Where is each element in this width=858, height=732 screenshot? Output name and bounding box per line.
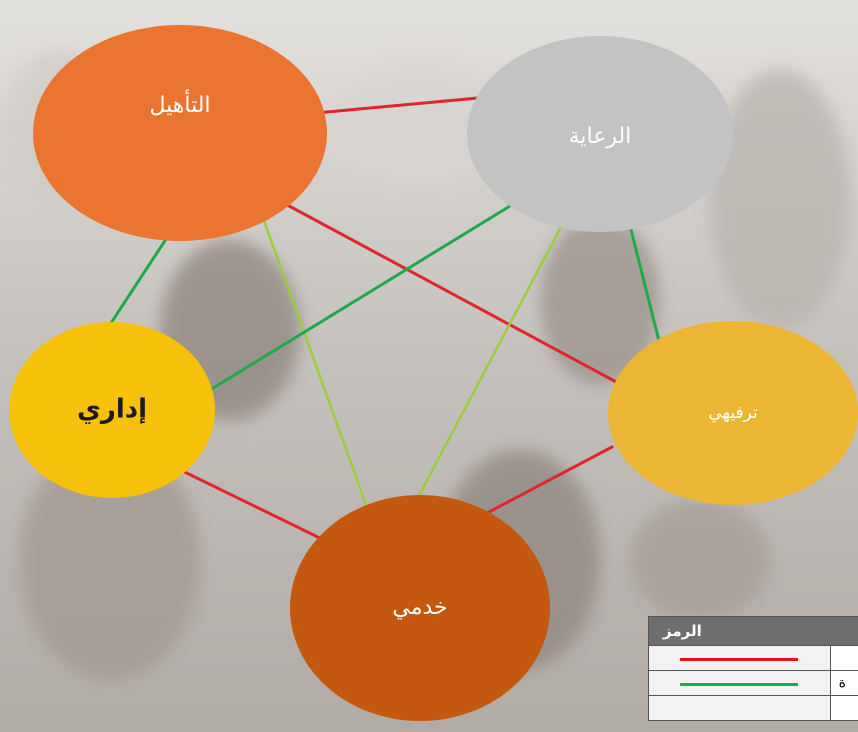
node-rehab-label: التأهيل bbox=[149, 89, 210, 118]
node-service: خدمي bbox=[290, 495, 550, 721]
legend-swatch-cell bbox=[648, 695, 831, 721]
node-care-shape bbox=[467, 36, 733, 232]
legend-swatch-cell bbox=[648, 670, 831, 696]
legend-line bbox=[680, 708, 798, 711]
legend-description bbox=[829, 695, 858, 721]
legend-red-line bbox=[680, 657, 799, 661]
edge-admin-service bbox=[158, 458, 330, 544]
node-care-label: الرعاية bbox=[569, 124, 632, 149]
node-recreation-shape bbox=[608, 321, 858, 505]
node-recreation-label: ترفيهي bbox=[708, 403, 758, 423]
node-service-label: خدمي bbox=[392, 595, 447, 620]
node-admin-shape bbox=[9, 322, 215, 498]
legend-swatch-cell bbox=[648, 645, 831, 671]
node-service-shape bbox=[290, 495, 550, 721]
legend-description: ة bbox=[829, 670, 858, 696]
node-admin-label: إداري bbox=[77, 395, 147, 425]
edge-rehab-service bbox=[256, 202, 376, 529]
legend-row bbox=[648, 695, 858, 721]
node-care: الرعاية bbox=[467, 36, 733, 232]
edge-care-service bbox=[403, 208, 572, 524]
edge-rehab-care bbox=[293, 96, 480, 117]
node-recreation: ترفيهي bbox=[608, 321, 858, 505]
edge-service-recreation bbox=[487, 445, 614, 514]
legend-green-line bbox=[680, 682, 799, 686]
edge-care-admin bbox=[203, 196, 525, 395]
legend-row: ة bbox=[648, 670, 858, 696]
node-admin: إداري bbox=[9, 322, 215, 498]
nodes: التأهيل الرعاية إداري ترفيهي خدمي bbox=[9, 25, 858, 721]
edge-care-recreation bbox=[624, 208, 662, 347]
legend-table: الرمز ة bbox=[648, 616, 858, 721]
legend-row bbox=[648, 645, 858, 671]
node-rehab: التأهيل bbox=[33, 25, 327, 241]
legend-header: الرمز bbox=[648, 616, 858, 646]
legend-description bbox=[829, 645, 858, 671]
node-rehab-shape bbox=[33, 25, 327, 241]
edge-rehab-recreation bbox=[276, 198, 622, 386]
